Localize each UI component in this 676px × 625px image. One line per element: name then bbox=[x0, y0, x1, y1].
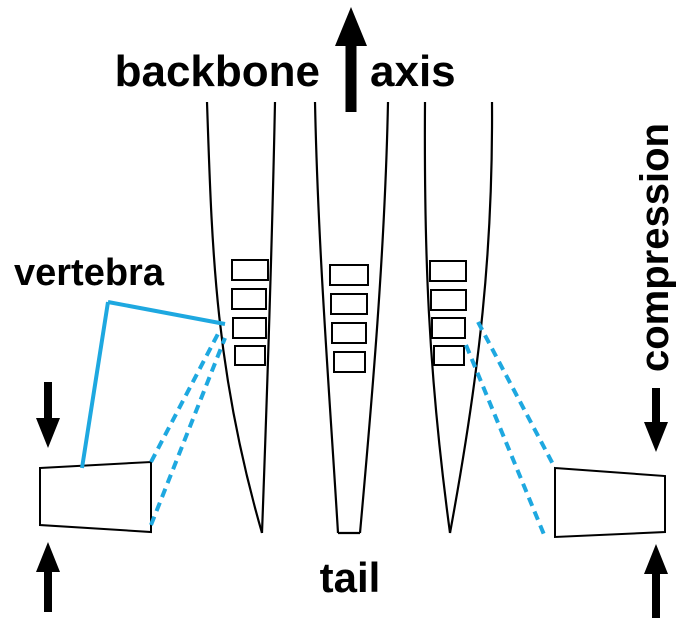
left-vertebra-segment bbox=[235, 346, 265, 365]
right-vertebra-segment bbox=[432, 318, 465, 338]
middle-vertebra-segment bbox=[330, 265, 368, 285]
down-arrow-icon bbox=[644, 388, 668, 452]
backbone-axis-arrow bbox=[335, 7, 367, 112]
middle-tail bbox=[315, 102, 388, 533]
right-vertebra-segment bbox=[431, 290, 466, 310]
middle-vertebra-segment bbox=[334, 352, 365, 372]
middle-vertebra-segment bbox=[331, 294, 367, 314]
tail-label: tail bbox=[320, 554, 381, 601]
middle-vertebra-segment bbox=[332, 323, 366, 343]
right-vertebra-segment bbox=[430, 261, 466, 281]
left-vertebra-segment bbox=[233, 318, 266, 338]
right-vertebra-segment bbox=[434, 346, 464, 365]
axis-label: axis bbox=[370, 47, 456, 96]
right-tail bbox=[425, 102, 492, 533]
backbone-label: backbone bbox=[115, 47, 320, 96]
left-vertebra-segment bbox=[232, 289, 266, 309]
left-tail bbox=[207, 102, 275, 533]
right-enlarged-vertebra bbox=[555, 468, 665, 537]
vertebra-pointer-lines bbox=[82, 302, 225, 468]
up-arrow-icon bbox=[644, 544, 668, 618]
left-enlarged-vertebra bbox=[40, 462, 151, 532]
up-arrow-icon bbox=[36, 542, 60, 612]
down-arrow-icon bbox=[36, 382, 60, 448]
vertebra-label: vertebra bbox=[14, 252, 165, 294]
left-vertebra-segment bbox=[232, 260, 268, 280]
compression-label: compression bbox=[633, 123, 676, 372]
